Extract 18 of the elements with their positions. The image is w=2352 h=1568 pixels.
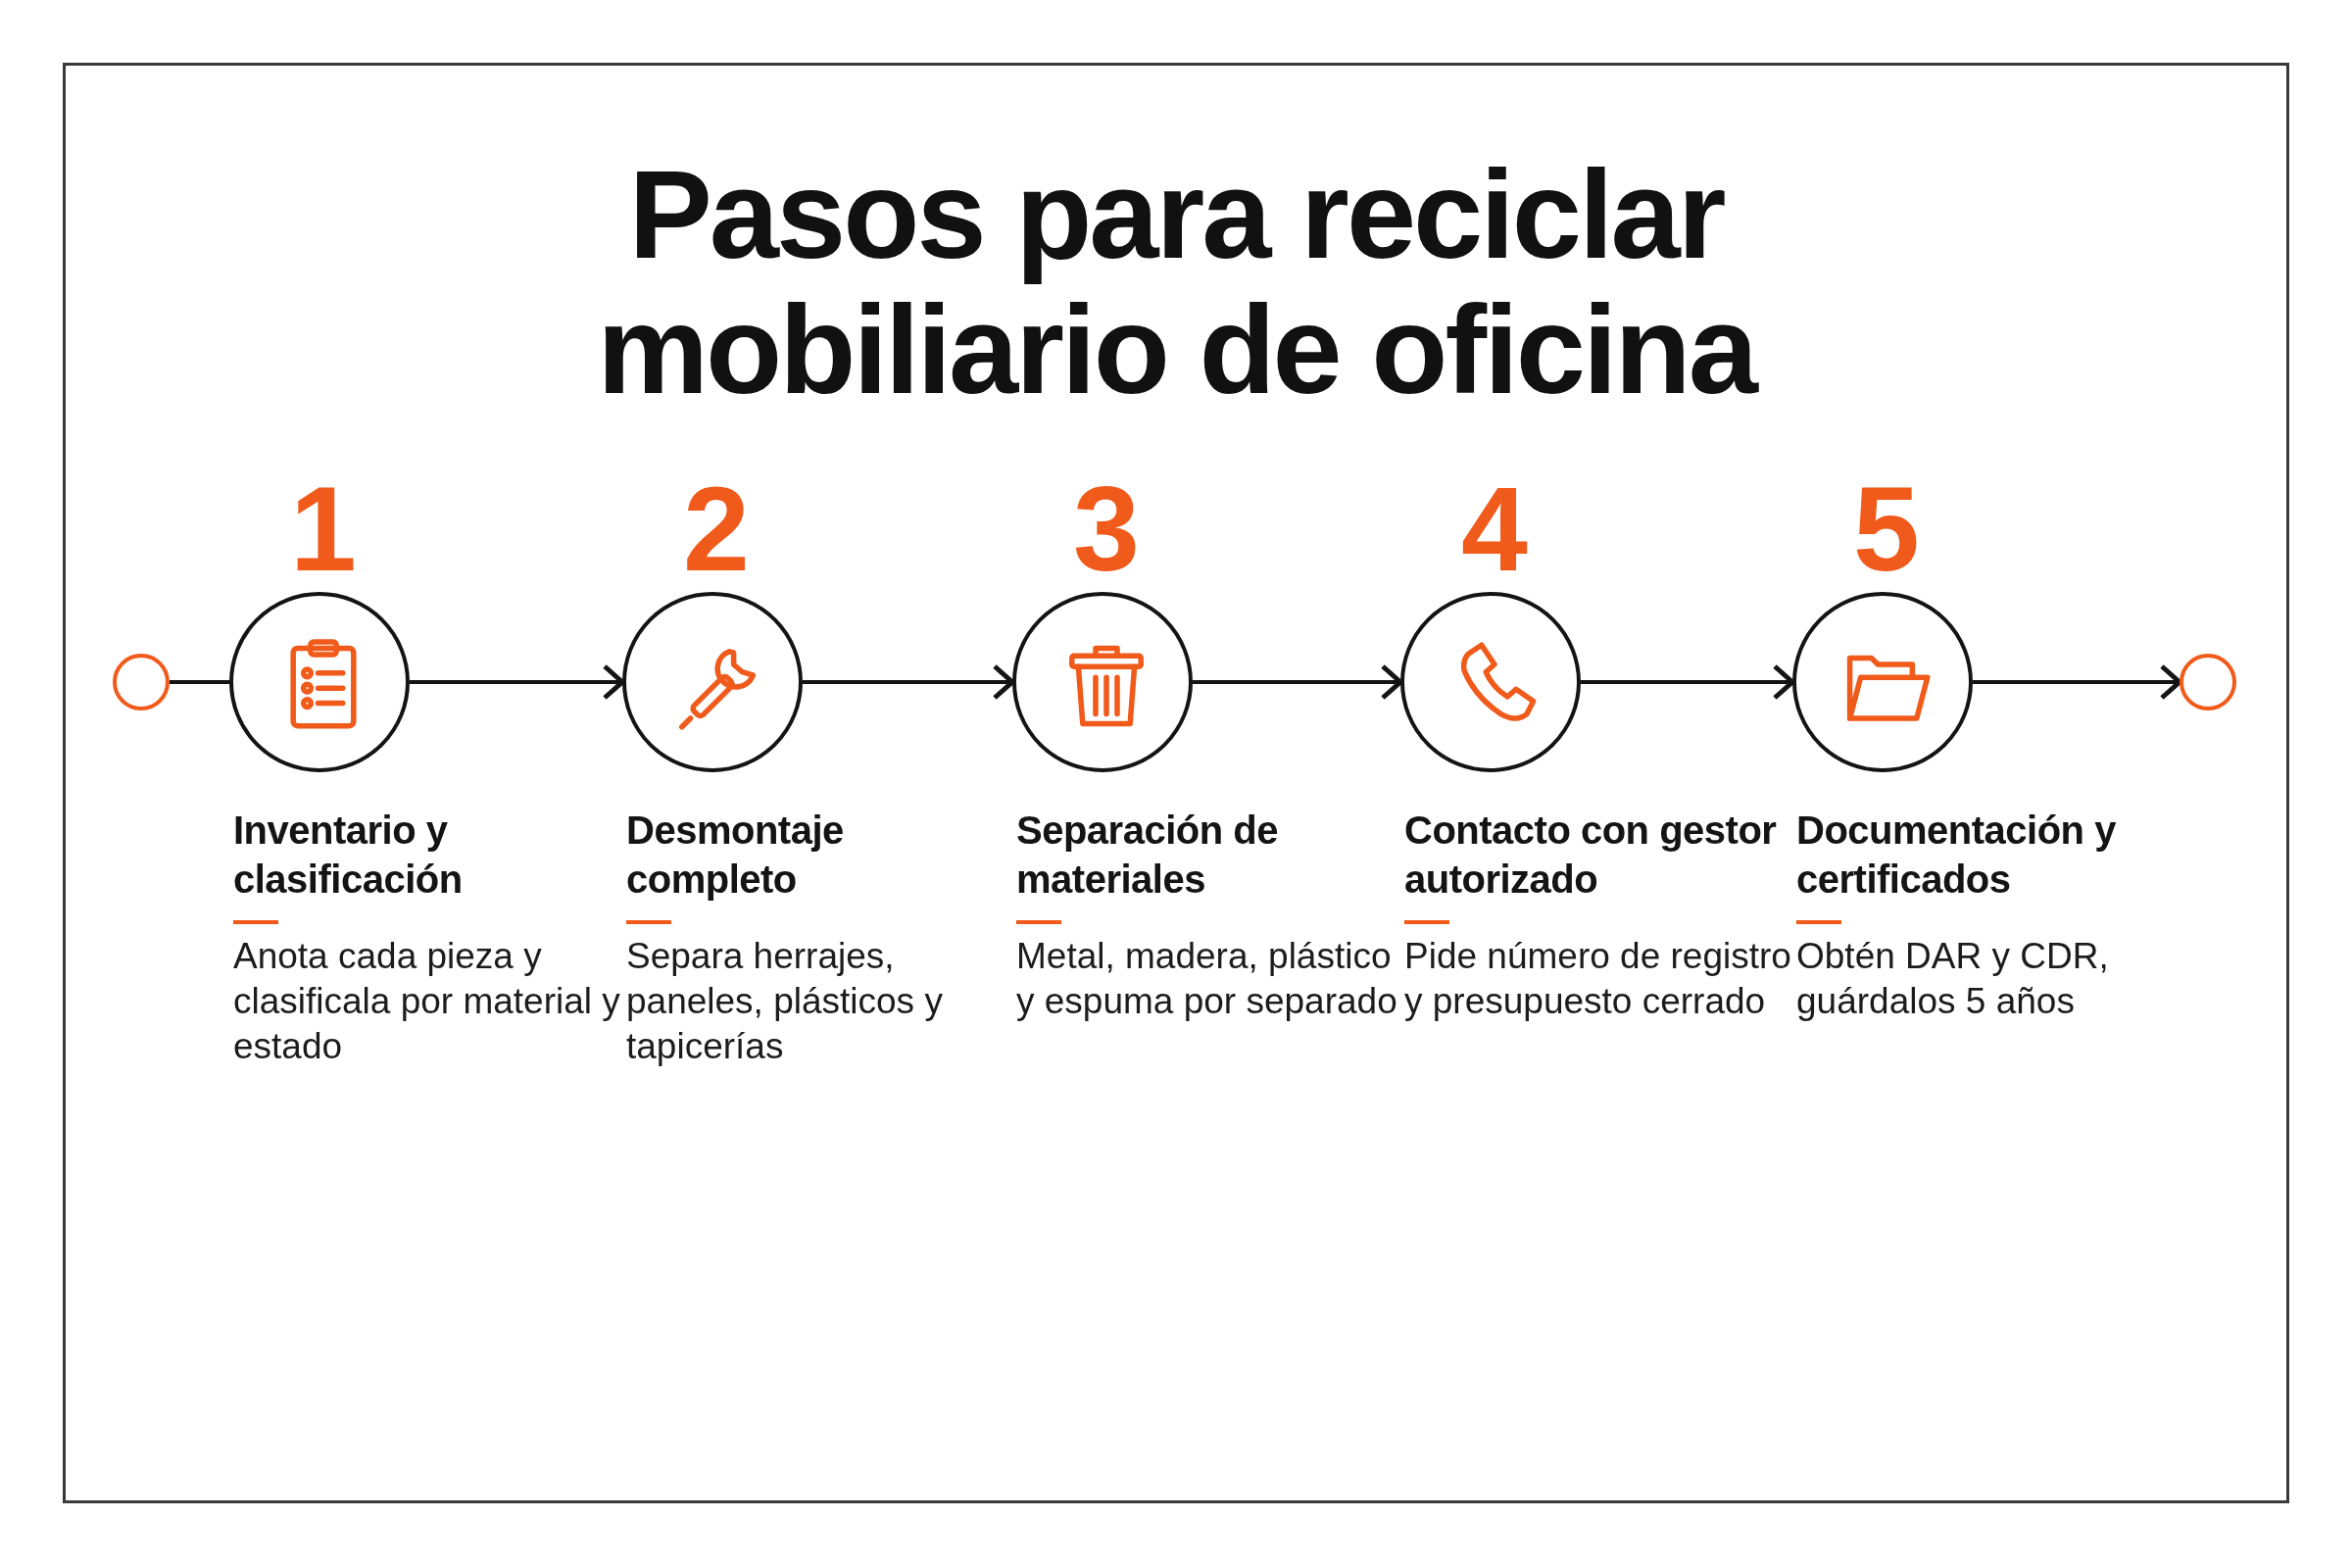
step-title: Separación de materiales [1016, 808, 1279, 903]
step-title: Desmontaje completo [626, 808, 845, 903]
step-description: Metal, madera, plástico y espuma por separado [1016, 935, 1398, 1023]
step-title: Contacto con gestor autorizado [1404, 808, 1778, 903]
step-number: 1 [289, 462, 358, 598]
step-description: Pide número de registro y presupuesto cerrado [1404, 935, 1792, 1023]
step-description: Anota cada pieza y clasificala por material y estado [233, 935, 621, 1068]
endpoint-circle [113, 654, 170, 710]
endpoint-circle [2180, 654, 2236, 710]
step-number: 5 [1852, 462, 1921, 598]
step-title: Documentación y certificados [1796, 808, 2117, 903]
step-number: 2 [682, 462, 751, 598]
step-number: 3 [1072, 462, 1141, 598]
title: Pasos para reciclar mobiliario de oficina [596, 147, 1758, 417]
step-title: Inventario y clasificación [233, 808, 464, 903]
step-number: 4 [1460, 462, 1529, 598]
step-description: Obtén DAR y CDR, guárdalos 5 años [1796, 935, 2110, 1023]
step-description: Separa herrajes, paneles, plásticos y tapicerías [626, 935, 944, 1068]
